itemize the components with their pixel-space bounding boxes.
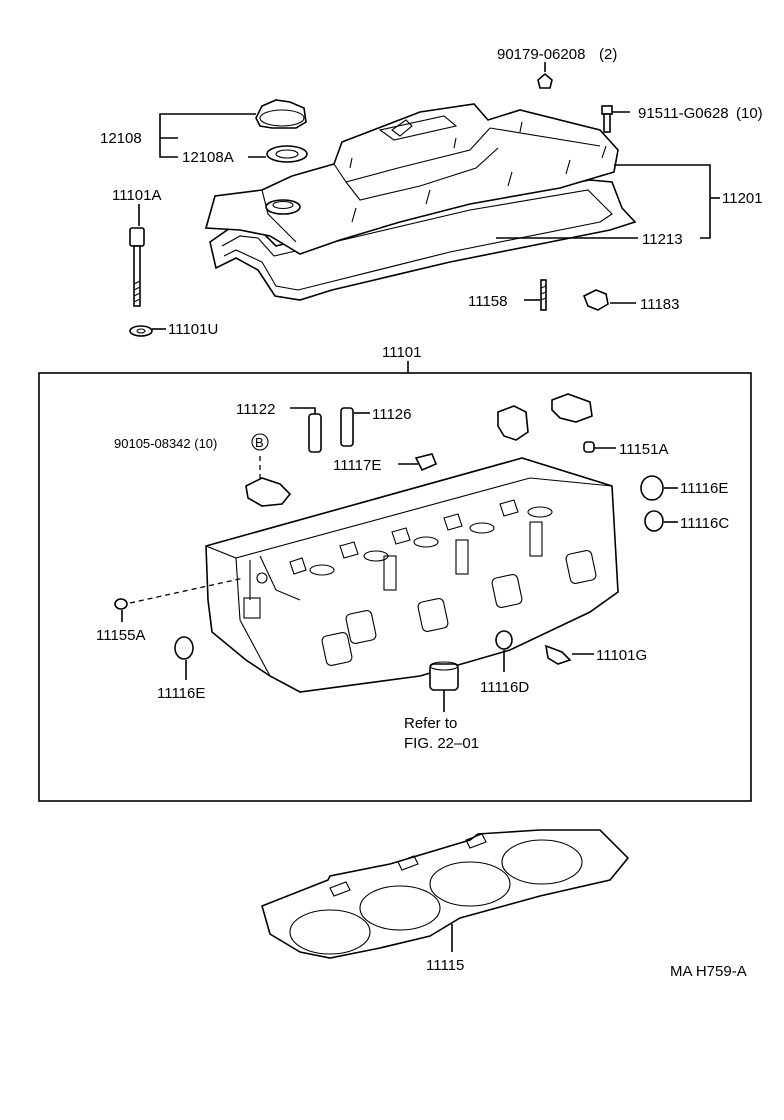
label-11101U: 11101U	[168, 321, 218, 338]
label-11101: 11101	[382, 344, 422, 361]
label-refer-line1: Refer to	[404, 715, 457, 732]
label-11116C: 11116C	[680, 515, 729, 532]
label-11201: 11201	[722, 190, 763, 207]
leader-lines	[121, 62, 720, 952]
valve-cover-drawing	[204, 103, 637, 301]
label-11117E: 11117E	[333, 457, 381, 474]
label-11116E-right: 11116E	[680, 480, 728, 497]
label-12108: 12108	[100, 130, 142, 147]
head-bolt-drawing	[129, 227, 153, 337]
drawing-id: MA H759-A	[670, 963, 747, 980]
label-11122: 11122	[236, 401, 276, 418]
stud-11158-drawing	[540, 279, 547, 311]
label-11126: 11126	[372, 406, 412, 423]
svg-text:B: B	[255, 435, 264, 450]
label-91511-qty: (10)	[736, 105, 763, 122]
label-11155A: 11155A	[96, 627, 146, 644]
cylinder-head-drawing	[205, 457, 619, 693]
bolt-91511-drawing	[601, 105, 613, 133]
label-11116D: 11116D	[480, 679, 529, 696]
insulator-11183-drawing	[582, 289, 609, 311]
label-12108A: 12108A	[182, 149, 234, 166]
label-90179-qty: (2)	[599, 46, 617, 63]
label-refer-line2: FIG. 22–01	[404, 735, 479, 752]
label-11101A: 11101A	[112, 187, 162, 204]
oil-filler-cap-drawing	[255, 99, 308, 163]
head-gasket-drawing	[261, 829, 630, 959]
cylinder-head-small-parts	[114, 393, 664, 691]
label-11158: 11158	[468, 293, 508, 310]
label-11115: 11115	[426, 957, 464, 974]
label-90179: 90179-06208	[497, 46, 585, 63]
label-91511: 91511-G0628	[638, 105, 729, 122]
ref-marker-b: B	[251, 433, 269, 451]
label-11116E-left: 11116E	[157, 685, 205, 702]
label-11151A: 11151A	[619, 441, 669, 458]
part-labels: 90179-06208 (2) 91511-G0628 (10) 12108 1…	[96, 46, 763, 980]
label-11183: 11183	[640, 296, 680, 313]
label-90105: 90105-08342 (10)	[114, 436, 217, 451]
label-11101G: 11101G	[596, 647, 647, 664]
cylinder-head-frame	[38, 372, 752, 802]
label-11213: 11213	[642, 231, 683, 248]
